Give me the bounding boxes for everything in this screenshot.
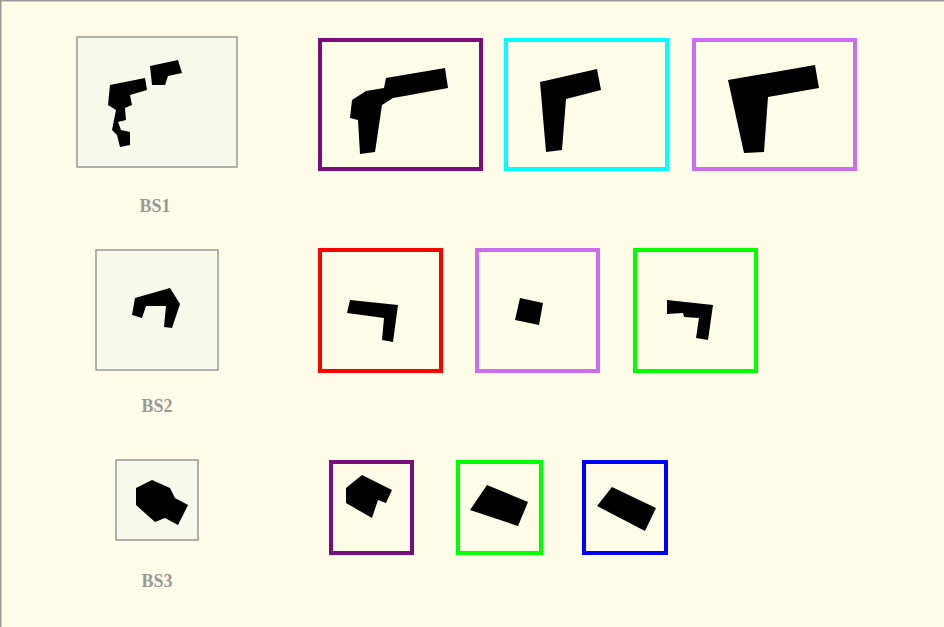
building-shape [346, 475, 392, 518]
source-frame [96, 250, 218, 370]
result-frame [635, 250, 756, 371]
building-shape [728, 65, 819, 153]
building-shape [108, 78, 147, 147]
result-frame [477, 250, 598, 371]
sample-label: BS2 [141, 396, 172, 417]
result-frame [694, 40, 855, 169]
building-shape [597, 487, 656, 531]
result-frame [458, 462, 541, 553]
source-frame [116, 460, 198, 540]
building-shape [540, 69, 601, 152]
building-shape [347, 300, 398, 342]
building-shape [515, 298, 543, 325]
result-frame [320, 250, 441, 371]
building-shape [150, 60, 182, 85]
building-shape [667, 300, 713, 340]
sample-label: BS1 [139, 196, 170, 217]
sample-label: BS3 [141, 571, 172, 592]
building-shape [132, 288, 180, 328]
result-frame [584, 462, 666, 553]
building-shape [470, 485, 528, 526]
source-frame [77, 37, 237, 167]
building-shape [350, 68, 448, 154]
result-frame [506, 40, 667, 169]
result-frame [320, 40, 481, 169]
building-shape [136, 480, 188, 525]
result-frame [331, 462, 412, 553]
